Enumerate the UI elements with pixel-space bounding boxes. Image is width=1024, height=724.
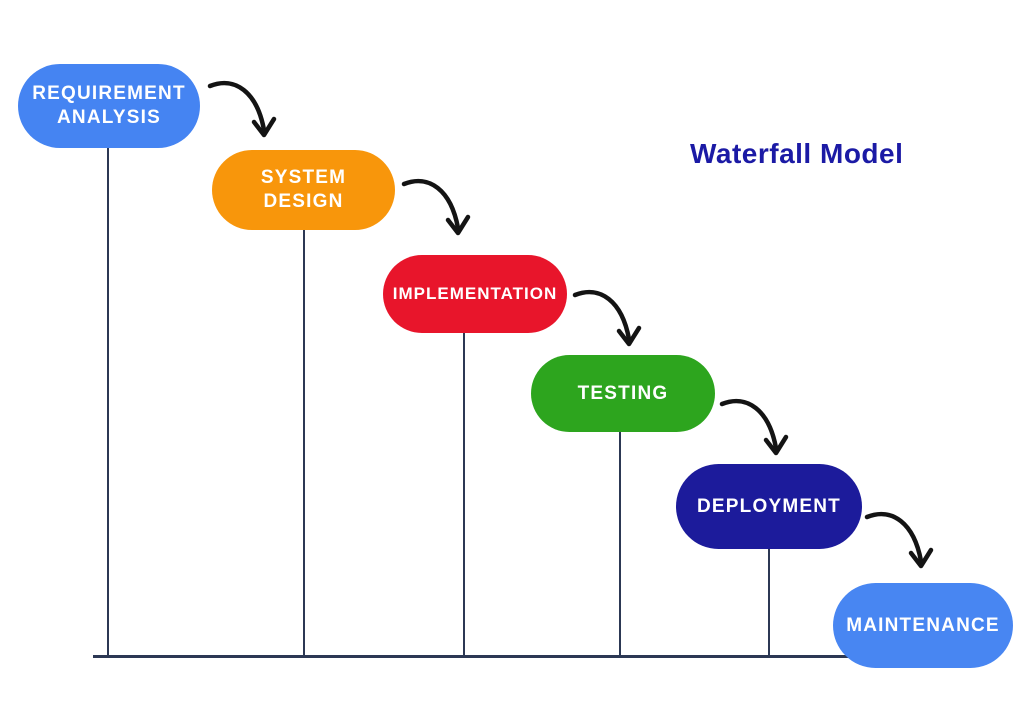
flow-arrow-icon bbox=[864, 511, 934, 569]
drop-line-system-design bbox=[303, 228, 305, 656]
drop-line-requirement-analysis bbox=[107, 146, 109, 656]
flow-arrow-icon bbox=[572, 289, 642, 347]
stage-implementation: IMPLEMENTATION bbox=[383, 255, 567, 333]
flow-arrow-icon bbox=[719, 398, 789, 456]
drop-line-implementation bbox=[463, 331, 465, 656]
stage-testing: TESTING bbox=[531, 355, 715, 432]
drop-line-testing bbox=[619, 430, 621, 656]
flow-arrow-icon bbox=[207, 80, 277, 138]
stage-maintenance: MAINTENANCE bbox=[833, 583, 1013, 668]
drop-line-deployment bbox=[768, 547, 770, 656]
baseline bbox=[93, 655, 858, 658]
stage-deployment: DEPLOYMENT bbox=[676, 464, 862, 549]
flow-arrow-icon bbox=[401, 178, 471, 236]
diagram-title: Waterfall Model bbox=[690, 138, 904, 169]
stage-requirement-analysis: REQUIREMENT ANALYSIS bbox=[18, 64, 200, 148]
stage-system-design: SYSTEM DESIGN bbox=[212, 150, 395, 230]
